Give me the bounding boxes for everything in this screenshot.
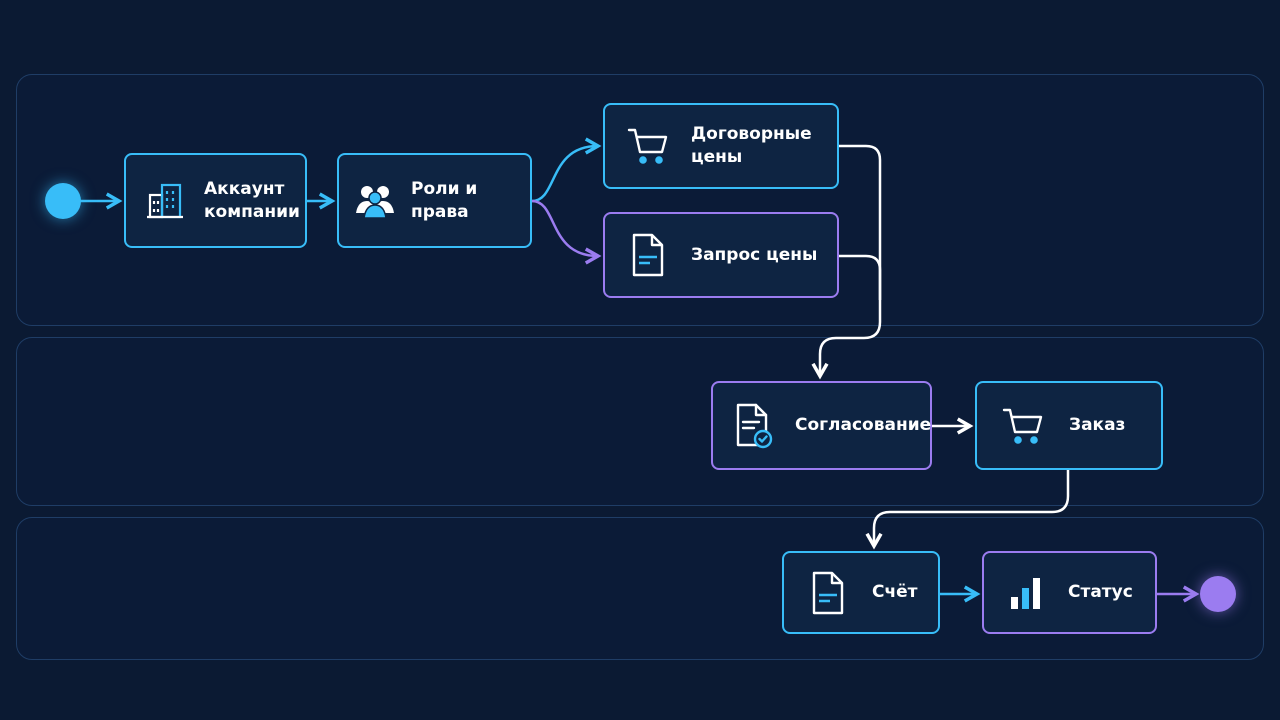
users-icon bbox=[339, 183, 411, 219]
arrow-roles-to-price-request bbox=[531, 199, 598, 256]
node-approval-label: Согласование bbox=[795, 415, 932, 436]
node-invoice-label: Счёт bbox=[872, 582, 918, 603]
node-account-label: Аккаунт компании bbox=[204, 178, 300, 222]
arrow-price-request-to-approval bbox=[839, 254, 882, 300]
document-icon bbox=[605, 233, 691, 277]
arrow-roles-to-contract-prices bbox=[531, 146, 598, 203]
node-status[interactable]: Статус bbox=[982, 551, 1157, 634]
node-account[interactable]: Аккаунт компании bbox=[124, 153, 307, 248]
node-roles[interactable]: Роли и права bbox=[337, 153, 532, 248]
node-price-request-label: Запрос цены bbox=[691, 244, 818, 265]
cart-icon bbox=[977, 406, 1069, 446]
document-check-icon bbox=[713, 403, 795, 449]
start-node bbox=[45, 183, 81, 219]
bar-chart-icon bbox=[984, 575, 1068, 611]
node-invoice[interactable]: Счёт bbox=[782, 551, 940, 634]
arrow-contract-prices-to-approval bbox=[820, 144, 882, 376]
document-icon bbox=[784, 571, 872, 615]
node-contract-prices[interactable]: Договорные цены bbox=[603, 103, 839, 189]
node-approval[interactable]: Согласование bbox=[711, 381, 932, 470]
end-node bbox=[1200, 576, 1236, 612]
node-contract-prices-label: Договорные цены bbox=[691, 124, 812, 167]
node-price-request[interactable]: Запрос цены bbox=[603, 212, 839, 298]
building-icon bbox=[126, 181, 204, 221]
node-status-label: Статус bbox=[1068, 582, 1133, 603]
node-order-label: Заказ bbox=[1069, 415, 1126, 436]
cart-icon bbox=[605, 126, 691, 166]
arrow-order-to-invoice bbox=[874, 470, 1070, 546]
node-order[interactable]: Заказ bbox=[975, 381, 1163, 470]
node-roles-label: Роли и права bbox=[411, 178, 478, 222]
